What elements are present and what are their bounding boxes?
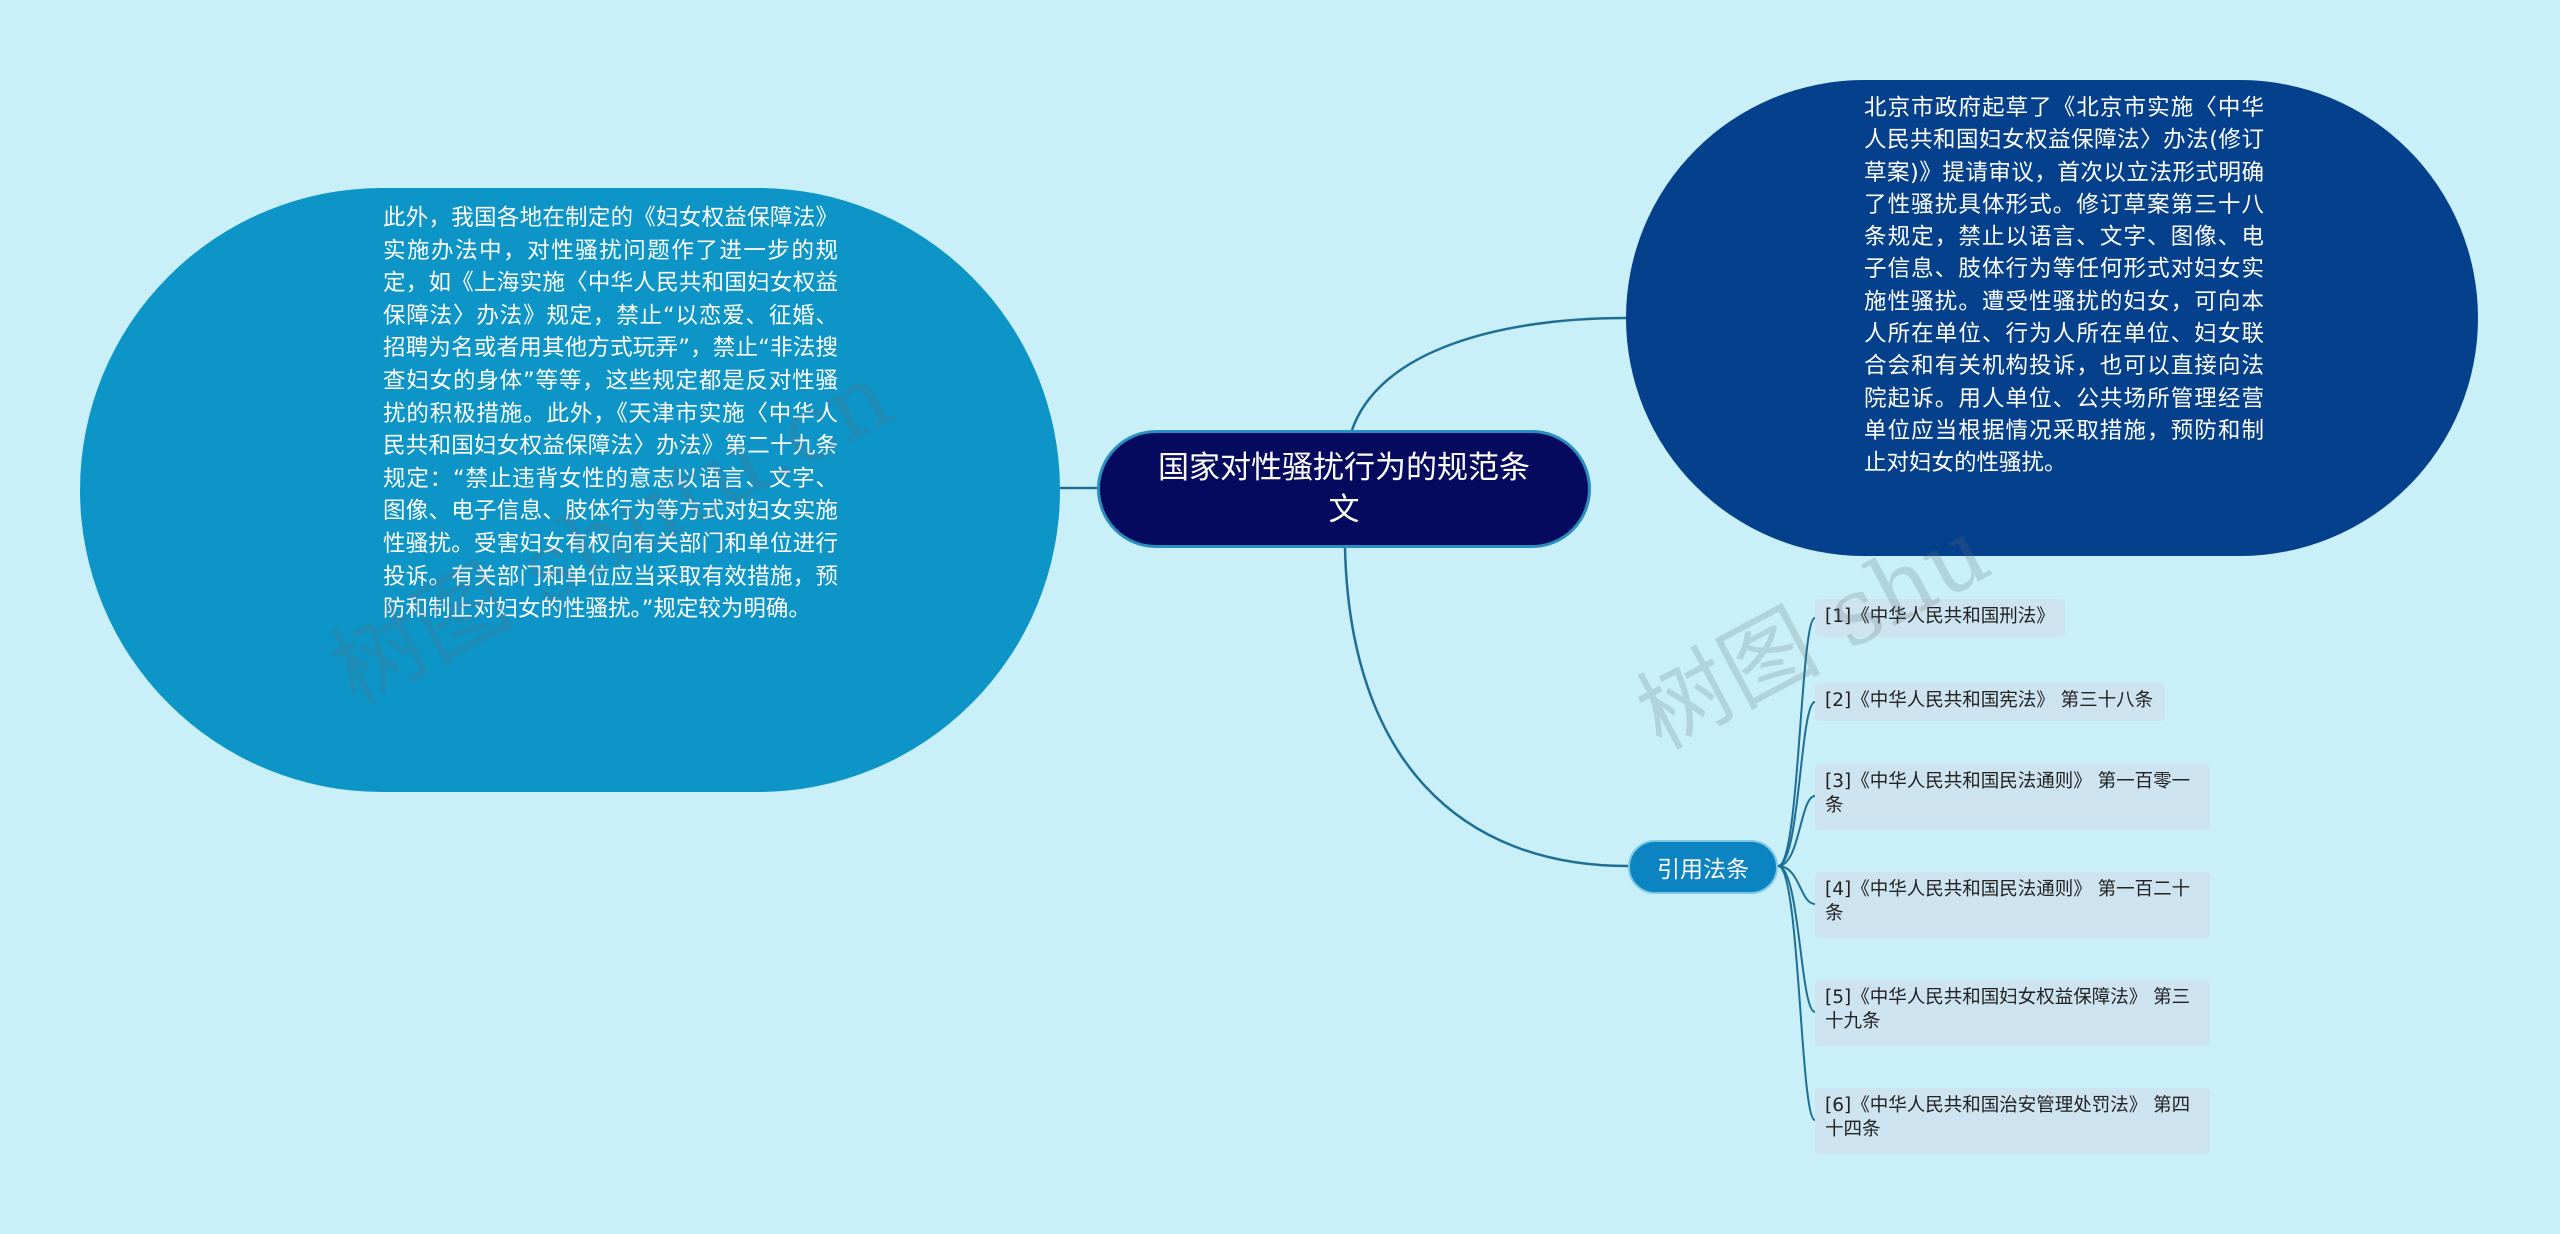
- citation-ref-text: [6]《中华人民共和国治安管理处罚法》 第四十四条: [1825, 1095, 2191, 1140]
- citation-ref-text: [4]《中华人民共和国民法通则》 第一百二十条: [1825, 879, 2191, 924]
- connector-citation-ref-1: [1777, 617, 1816, 867]
- citation-ref-text: [3]《中华人民共和国民法通则》 第一百零一条: [1825, 771, 2191, 816]
- connector-citation-ref-4: [1777, 865, 1816, 905]
- connector-center-citation: [1343, 547, 1629, 868]
- citation-ref-6[interactable]: [6]《中华人民共和国治安管理处罚法》 第四十四条: [1815, 1088, 2210, 1154]
- right-topic-node[interactable]: 北京市政府起草了《北京市实施〈中华人民共和国妇女权益保障法〉办法(修订草案)》提…: [1626, 80, 2478, 556]
- citation-ref-text: [1]《中华人民共和国刑法》: [1825, 606, 2055, 627]
- citation-ref-text: [2]《中华人民共和国宪法》 第三十八条: [1825, 690, 2154, 711]
- connector-citation-ref-6: [1777, 865, 1816, 1121]
- connector-citation-ref-2: [1777, 701, 1816, 867]
- citation-topic-node[interactable]: 引用法条: [1628, 840, 1778, 894]
- connector-citation-ref-3: [1777, 795, 1816, 867]
- left-topic-node[interactable]: 此外，我国各地在制定的《妇女权益保障法》实施办法中，对性骚扰问题作了进一步的规定…: [80, 188, 1060, 792]
- citation-ref-3[interactable]: [3]《中华人民共和国民法通则》 第一百零一条: [1815, 764, 2210, 830]
- citation-ref-2[interactable]: [2]《中华人民共和国宪法》 第三十八条: [1815, 683, 2165, 721]
- citation-ref-text: [5]《中华人民共和国妇女权益保障法》 第三十九条: [1825, 987, 2191, 1032]
- connector-center-right: [1350, 316, 1627, 431]
- citation-ref-1[interactable]: [1]《中华人民共和国刑法》: [1815, 599, 2065, 637]
- right-topic-text: 北京市政府起草了《北京市实施〈中华人民共和国妇女权益保障法〉办法(修订草案)》提…: [1864, 95, 2264, 477]
- connector-citation-ref-5: [1777, 865, 1816, 1013]
- central-topic-title: 国家对性骚扰行为的规范条文: [1158, 450, 1530, 528]
- central-topic-node[interactable]: 国家对性骚扰行为的规范条文: [1097, 430, 1591, 548]
- citation-ref-4[interactable]: [4]《中华人民共和国民法通则》 第一百二十条: [1815, 872, 2210, 938]
- citation-ref-5[interactable]: [5]《中华人民共和国妇女权益保障法》 第三十九条: [1815, 980, 2210, 1046]
- left-topic-text: 此外，我国各地在制定的《妇女权益保障法》实施办法中，对性骚扰问题作了进一步的规定…: [383, 205, 838, 623]
- citation-topic-label: 引用法条: [1657, 857, 1749, 883]
